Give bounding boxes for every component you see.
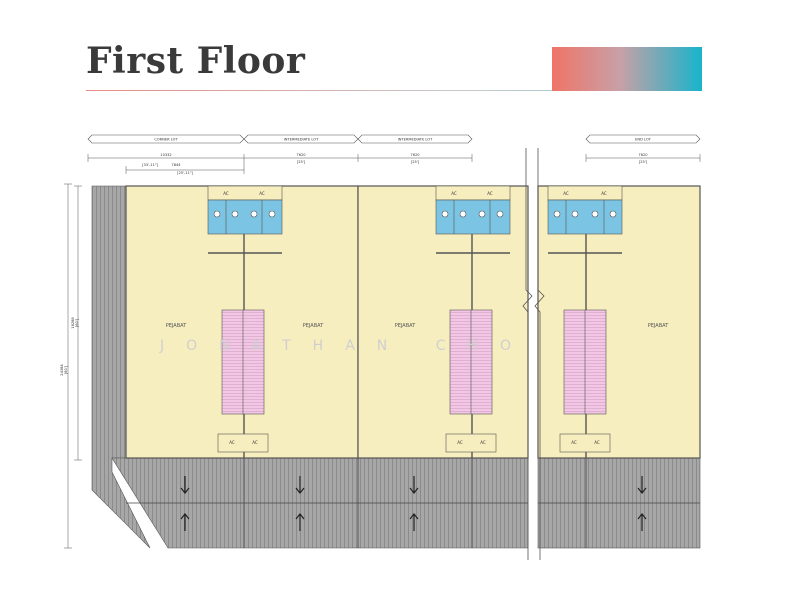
ac-label: AC xyxy=(571,440,577,445)
dim-depth-total-imp: [80'] xyxy=(64,365,68,374)
ac-label: AC xyxy=(259,191,265,196)
dim-inter-1-imp: [25'] xyxy=(297,160,306,164)
staircases xyxy=(221,309,607,415)
ac-label: AC xyxy=(252,440,258,445)
ac-labels-bottom: AC AC AC AC AC AC xyxy=(229,440,600,445)
dim-inter-2-imp: [25'] xyxy=(411,160,420,164)
dim-depth-inner-imp: [60'] xyxy=(75,318,79,327)
page-title: First Floor xyxy=(86,40,306,82)
lot-label-intermediate-2: INTERMEDIATE LOT xyxy=(398,138,433,142)
lot-banners: CORNER LOT INTERMEDIATE LOT INTERMEDIATE… xyxy=(87,134,701,144)
ac-label: AC xyxy=(451,191,457,196)
dim-end-imp: [25'] xyxy=(639,160,648,164)
room-label-pejabat-1: PEJABAT xyxy=(166,323,187,329)
ac-label: AC xyxy=(457,440,463,445)
lot-label-intermediate-1: INTERMEDIATE LOT xyxy=(284,138,319,142)
ac-label: AC xyxy=(594,440,600,445)
title-underline xyxy=(86,90,702,91)
dim-corner-inner: 7844 xyxy=(171,163,181,167)
walkway-arrows xyxy=(180,476,647,531)
ac-labels-top: AC AC AC AC AC AC xyxy=(223,191,607,196)
lot-label-end: END LOT xyxy=(635,138,652,142)
ac-label: AC xyxy=(563,191,569,196)
room-label-pejabat-2: PEJABAT xyxy=(303,323,324,329)
lot-label-corner: CORNER LOT xyxy=(154,138,178,142)
dim-depth-total: 24384 xyxy=(60,364,64,376)
toilet-blocks xyxy=(207,185,623,235)
break-line xyxy=(522,148,545,560)
watermark: JONATHAN CHO xyxy=(159,338,533,354)
ac-label: AC xyxy=(601,191,607,196)
ac-blocks-bottom xyxy=(217,433,611,453)
room-label-pejabat-4: PEJABAT xyxy=(648,323,669,329)
dim-end: 7620 xyxy=(638,153,648,157)
dim-inter-2: 7620 xyxy=(410,153,420,157)
walkway xyxy=(91,185,701,549)
dim-depth-inner: 18288 xyxy=(71,317,75,329)
dim-corner-inner-imp: [25'-11"] xyxy=(177,171,193,175)
ac-label: AC xyxy=(229,440,235,445)
dim-corner-total: 10332 xyxy=(160,153,171,157)
left-dimensions xyxy=(64,183,82,549)
ac-label: AC xyxy=(487,191,493,196)
gradient-swatch xyxy=(552,47,702,91)
room-label-pejabat-3: PEJABAT xyxy=(395,323,416,329)
dim-inter-1: 7620 xyxy=(296,153,306,157)
ac-label: AC xyxy=(480,440,486,445)
ac-label: AC xyxy=(223,191,229,196)
top-dimensions xyxy=(87,154,701,174)
dim-corner-sub: [33'-11"] xyxy=(142,163,158,167)
